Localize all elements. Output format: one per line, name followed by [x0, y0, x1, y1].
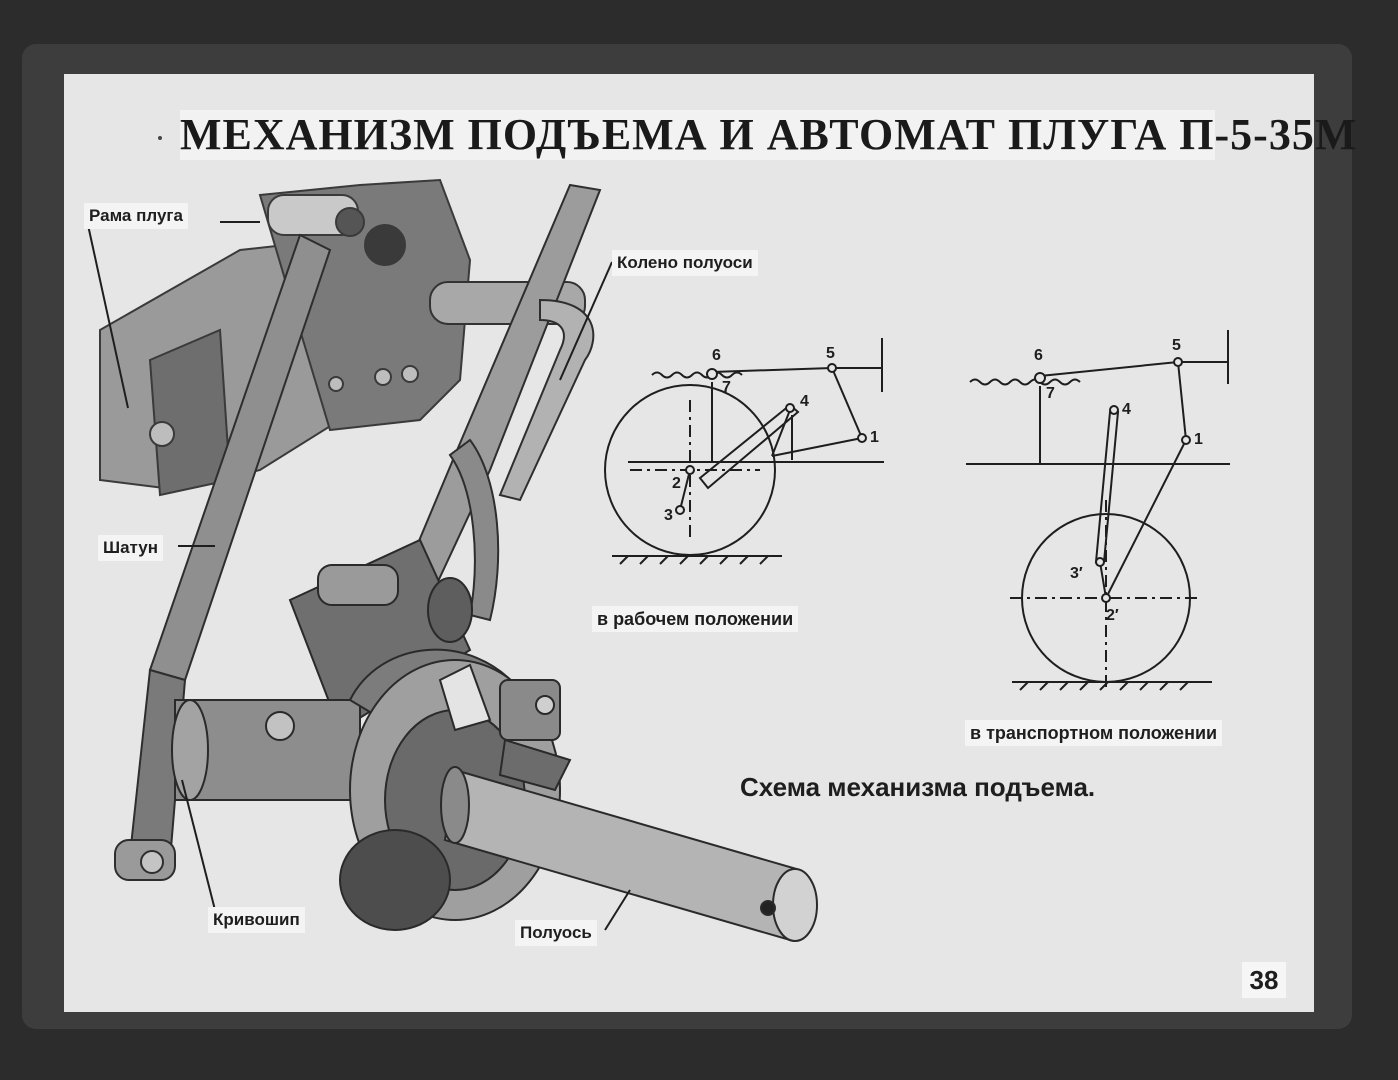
working-position-scheme — [604, 338, 884, 565]
page-number: 38 — [1242, 962, 1286, 998]
working-point-3: 3 — [664, 507, 673, 524]
transport-point-5: 5 — [1172, 337, 1181, 354]
working-point-6: 6 — [712, 347, 721, 364]
working-point-2: 2 — [672, 475, 681, 492]
transport-point-3: 3′ — [1070, 565, 1083, 582]
bullet-dot — [158, 136, 162, 140]
page-title: МЕХАНИЗМ ПОДЪЕМА И АВТОМАТ ПЛУГА П-5-35М — [180, 110, 1358, 160]
working-point-7: 7 — [722, 379, 731, 396]
working-point-5: 5 — [826, 345, 835, 362]
transport-position-scheme — [966, 330, 1230, 691]
transport-point-1: 1 — [1194, 431, 1203, 448]
half-axle-drawing — [440, 766, 818, 942]
half-axle-label: Полуось — [515, 920, 597, 946]
transport-point-2: 2′ — [1106, 607, 1119, 624]
working-point-labels: 1 2 3 4 5 6 7 — [664, 345, 879, 524]
scheme-caption: Схема механизма подъема. — [740, 772, 1096, 802]
crank-label: Кривошип — [208, 907, 305, 933]
frame-label: Рама плуга — [84, 203, 188, 229]
axle-knee-label: Колено полуоси — [612, 250, 758, 276]
crank-assembly-drawing — [171, 538, 572, 931]
transport-point-7: 7 — [1046, 385, 1055, 402]
connecting-rod-label: Шатун — [98, 535, 164, 561]
transport-point-4: 4 — [1122, 401, 1131, 418]
transport-point-labels: 1 2′ 3′ 4 5 6 7 — [1034, 337, 1203, 624]
working-point-1: 1 — [870, 429, 879, 446]
transport-point-6: 6 — [1034, 347, 1043, 364]
working-position-caption: в рабочем положении — [592, 606, 799, 632]
working-point-4: 4 — [800, 393, 809, 410]
leader-lines — [87, 221, 631, 931]
transport-position-caption: в транспортном положении — [965, 720, 1223, 746]
connecting-rod-drawing — [114, 233, 332, 881]
